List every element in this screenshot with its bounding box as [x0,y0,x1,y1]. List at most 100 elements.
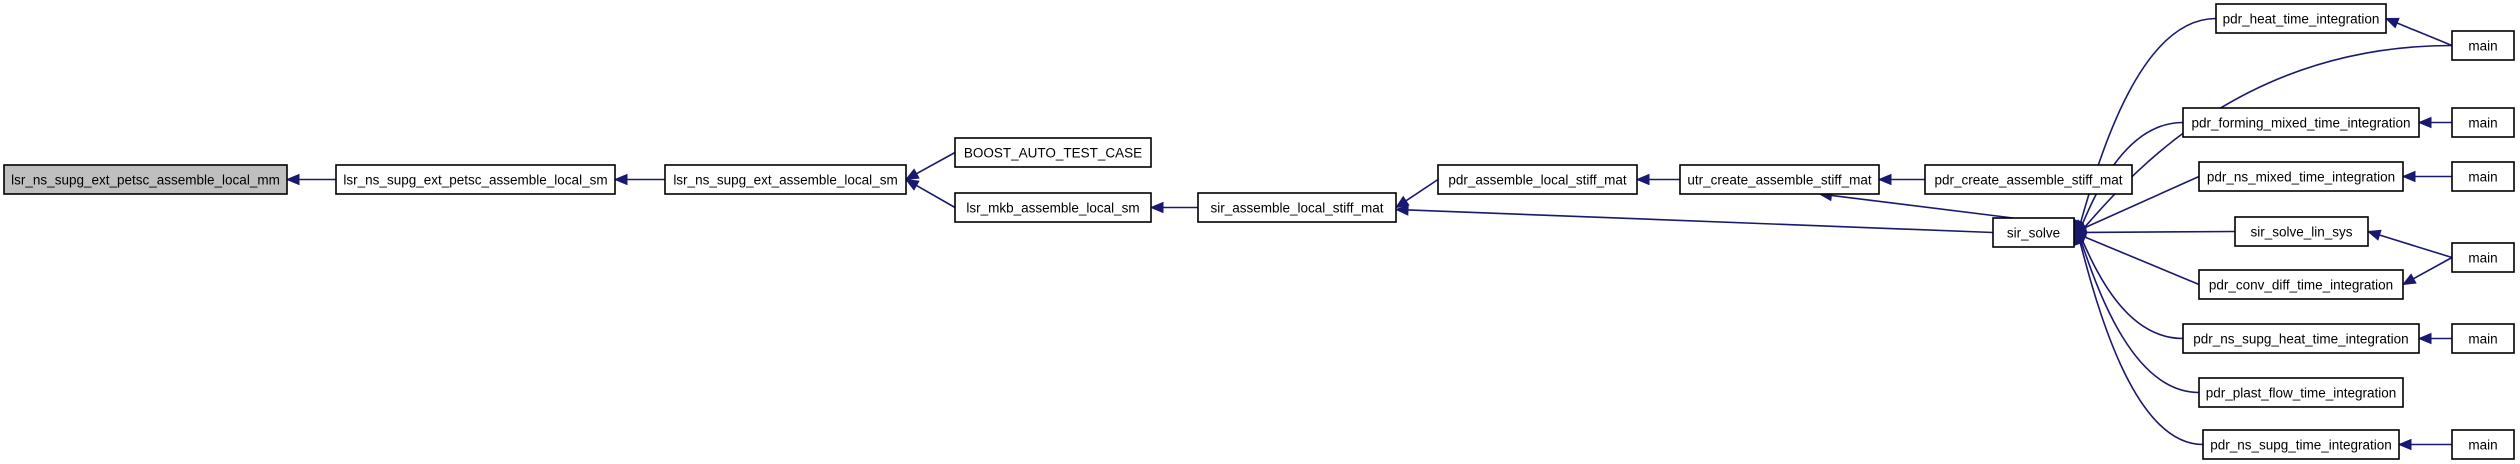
edge-line [2079,242,2204,446]
call-edge [2397,438,2452,451]
node-pdr-ns-supg-heat-time-integration[interactable]: pdr_ns_supg_heat_time_integration [2182,323,2420,354]
node-box [3,164,288,195]
node-pdr-assemble-local-stiff-mat[interactable]: pdr_assemble_local_stiff_mat [1437,164,1638,195]
node-box [2234,216,2369,247]
node-label: lsr_ns_supg_ext_petsc_assemble_local_mm [11,173,280,188]
node-main[interactable]: main [2451,242,2515,273]
edge-line [2084,175,2200,229]
arrowhead [1394,204,1409,216]
node-box [2451,30,2515,61]
call-edge [2417,116,2452,129]
node-main[interactable]: main [2451,323,2515,354]
node-label: pdr_plast_flow_time_integration [2206,386,2397,401]
call-edge [2073,44,2453,234]
node-boost-auto-test-case[interactable]: BOOST_AUTO_TEST_CASE [954,137,1152,168]
node-label: pdr_heat_time_integration [2223,12,2380,27]
node-label: lsr_mkb_assemble_local_sm [966,201,1139,216]
arrowhead [2401,170,2416,183]
node-pdr-create-assemble-stiff-mat[interactable]: pdr_create_assemble_stiff_mat [1924,164,2133,195]
call-edge [904,151,956,181]
node-label: pdr_ns_supg_heat_time_integration [2193,332,2408,347]
node-label: pdr_assemble_local_stiff_mat [1448,173,1627,188]
node-label: sir_solve_lin_sys [2250,225,2352,240]
node-label: lsr_ns_supg_ext_petsc_assemble_local_sm [343,173,607,188]
node-lsr-ns-supg-ext-assemble-local-sm[interactable]: lsr_ns_supg_ext_assemble_local_sm [664,164,907,195]
node-label: main [2468,39,2497,54]
node-main[interactable]: main [2451,107,2515,138]
node-label: pdr_ns_supg_time_integration [2210,438,2392,453]
node-utr-create-assemble-stiff-mat[interactable]: utr_create_assemble_stiff_mat [1679,164,1880,195]
node-main[interactable]: main [2451,429,2515,460]
node-pdr-ns-mixed-time-integration[interactable]: pdr_ns_mixed_time_integration [2198,161,2404,192]
node-box [2215,3,2387,34]
call-edge [1149,201,1198,214]
arrowhead [2417,332,2432,345]
call-edge [2073,231,2184,340]
edge-line [2081,121,2184,225]
node-box [664,164,907,195]
edge-line [2379,234,2453,259]
edge-line [2084,236,2200,286]
node-label: pdr_forming_mixed_time_integration [2191,116,2410,131]
edge-line [1405,178,1439,202]
edge-line [2396,22,2453,47]
node-main[interactable]: main [2451,30,2515,61]
call-edge [904,178,956,209]
call-edge [1877,173,1925,186]
arrowhead [2366,229,2382,241]
node-sir-assemble-local-stiff-mat[interactable]: sir_assemble_local_stiff_mat [1197,192,1397,223]
node-label: main [2468,116,2497,131]
node-sir-solve[interactable]: sir_solve [1992,217,2075,248]
edge-line [2081,240,2184,340]
node-pdr-forming-mixed-time-integration[interactable]: pdr_forming_mixed_time_integration [2182,107,2420,138]
node-box [2198,377,2404,408]
node-label: lsr_ns_supg_ext_assemble_local_sm [673,173,897,188]
node-box [954,192,1152,223]
node-lsr-ns-supg-ext-petsc-assemble-local-sm[interactable]: lsr_ns_supg_ext_petsc_assemble_local_sm [335,164,616,195]
call-edge [2366,229,2453,259]
arrowhead [613,173,628,186]
node-box [2451,429,2515,460]
node-sir-solve-lin-sys[interactable]: sir_solve_lin_sys [2234,216,2369,247]
node-label: sir_assemble_local_stiff_mat [1210,201,1383,216]
call-edge [1635,173,1680,186]
node-pdr-plast-flow-time-integration[interactable]: pdr_plast_flow_time_integration [2198,377,2404,408]
arrowhead [2417,116,2432,129]
node-box [1679,164,1880,195]
node-box [2198,269,2404,300]
edge-line [2080,241,2200,394]
arrowhead [904,178,920,191]
call-edge [285,173,336,186]
edge-line [1831,194,2014,219]
node-pdr-ns-supg-time-integration[interactable]: pdr_ns_supg_time_integration [2202,429,2400,460]
call-edge [2401,170,2452,183]
node-label: main [2468,170,2497,185]
arrowhead [1149,201,1164,214]
call-edge [2072,231,2200,286]
node-box [2202,429,2400,460]
node-label: main [2468,438,2497,453]
node-label: main [2468,332,2497,347]
node-box [2451,323,2515,354]
node-main[interactable]: main [2451,161,2515,192]
node-label: main [2468,251,2497,266]
node-pdr-conv-diff-time-integration[interactable]: pdr_conv_diff_time_integration [2198,269,2404,300]
node-lsr-mkb-assemble-local-sm[interactable]: lsr_mkb_assemble_local_sm [954,192,1152,223]
call-edge [1394,204,1994,234]
call-edge [2417,332,2452,345]
arrowhead [1635,173,1650,186]
call-edge [2072,231,2200,394]
call-edge [2384,17,2453,47]
arrowhead [2401,273,2417,286]
node-box [954,137,1152,168]
node-lsr-ns-supg-ext-petsc-assemble-local-mm[interactable]: lsr_ns_supg_ext_petsc_assemble_local_mm [3,164,288,195]
node-box [335,164,616,195]
node-label: pdr_conv_diff_time_integration [2209,278,2393,293]
node-pdr-heat-time-integration[interactable]: pdr_heat_time_integration [2215,3,2387,34]
node-box [2182,323,2420,354]
edge-line [916,184,956,209]
node-box [1197,192,1397,223]
node-label: pdr_ns_mixed_time_integration [2207,170,2395,185]
